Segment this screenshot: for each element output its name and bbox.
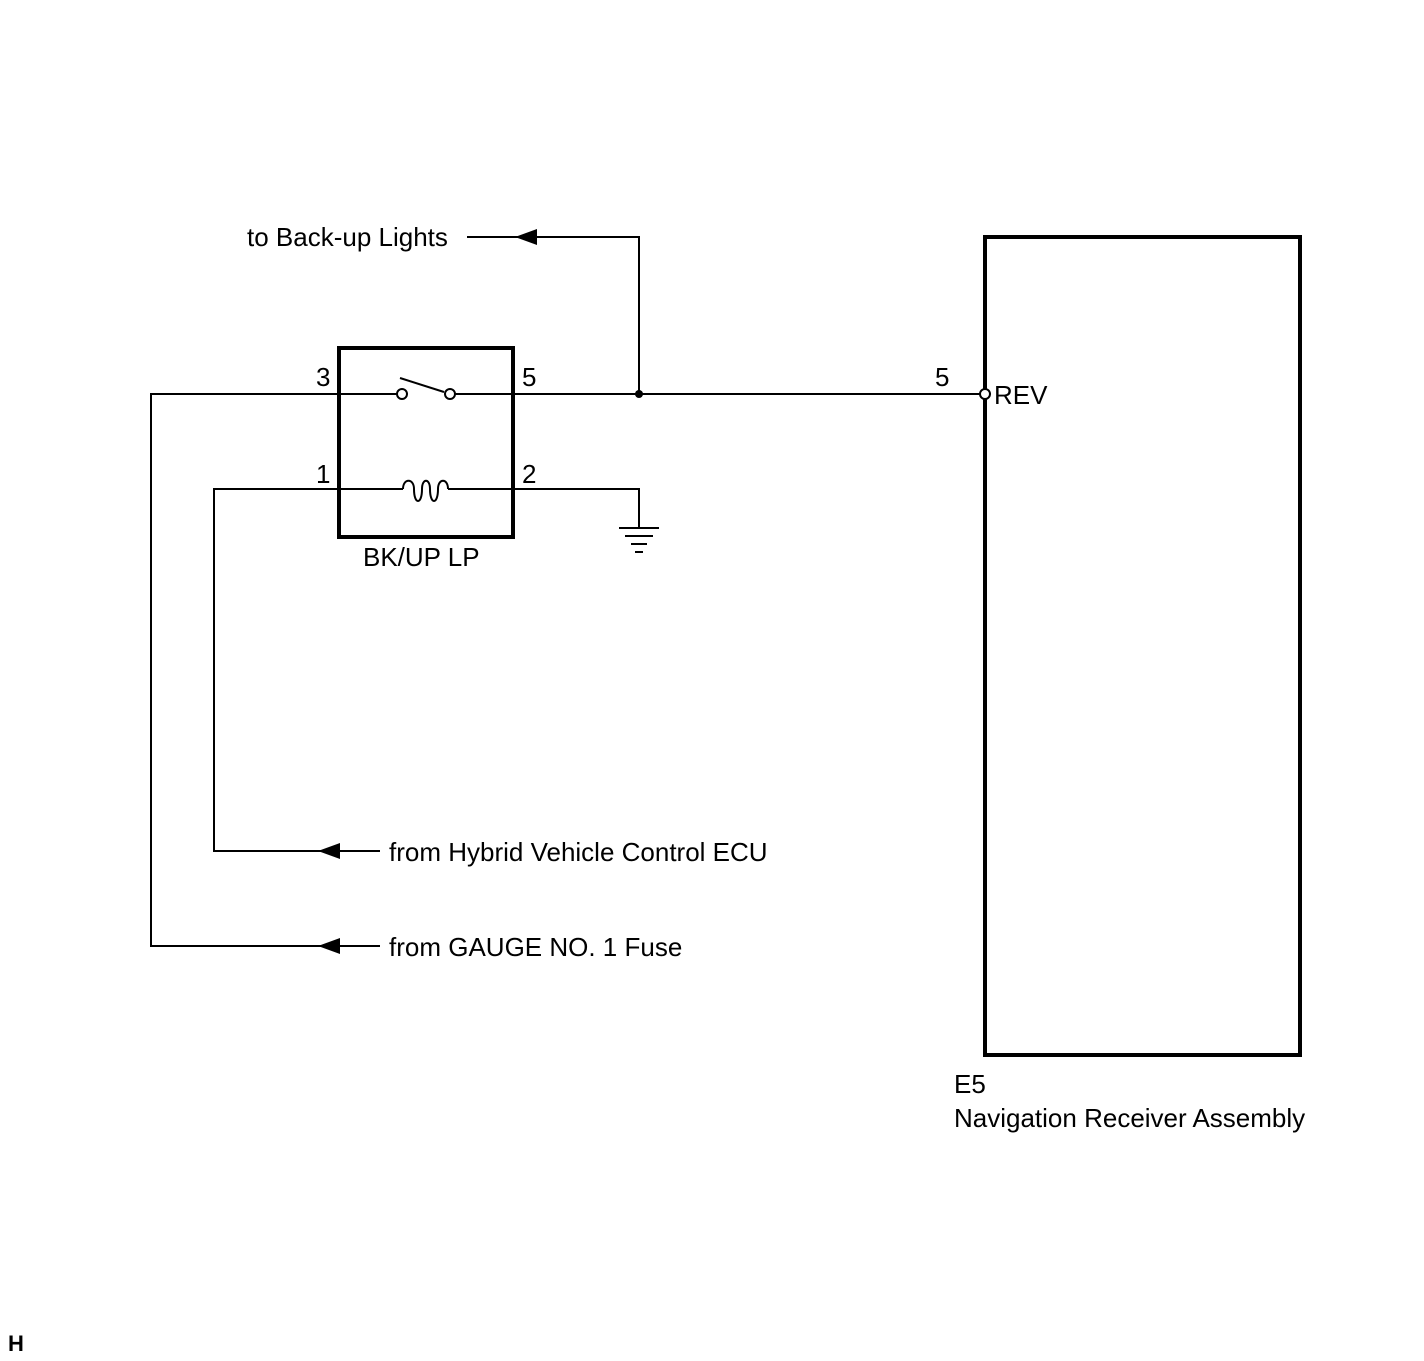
switch-contact-left (396, 388, 408, 400)
receiver-box (983, 235, 1302, 1057)
wire-backup-lights (467, 236, 640, 394)
receiver-pin-name: REV (994, 380, 1048, 410)
arrow-gauge-fuse (318, 938, 340, 954)
arrow-hv-ecu (318, 843, 340, 859)
relay-pin-5: 5 (522, 362, 536, 392)
wire-gauge-fuse (150, 393, 380, 947)
receiver-pin-number: 5 (935, 362, 949, 392)
label-from-gauge-fuse: from GAUGE NO. 1 Fuse (389, 932, 682, 962)
receiver-connector-code: E5 (954, 1069, 986, 1099)
relay-pin-1: 1 (316, 459, 330, 489)
coil-windings (402, 479, 449, 502)
relay-box (337, 346, 515, 539)
ground-icon (619, 527, 659, 553)
rev-terminal (979, 388, 991, 400)
label-from-hv-ecu: from Hybrid Vehicle Control ECU (389, 837, 768, 867)
switch-blade (399, 377, 445, 393)
relay-pin-3: 3 (316, 362, 330, 392)
corner-mark: H (8, 1331, 24, 1356)
receiver-name: Navigation Receiver Assembly (954, 1103, 1305, 1133)
wire-hv-ecu (213, 488, 380, 852)
wire-ground (513, 488, 640, 528)
relay-label: BK/UP LP (363, 542, 480, 572)
relay-pin-2: 2 (522, 459, 536, 489)
arrow-backup-lights (515, 229, 537, 245)
label-to-backup-lights: to Back-up Lights (247, 222, 448, 252)
switch-contact-right (444, 388, 456, 400)
